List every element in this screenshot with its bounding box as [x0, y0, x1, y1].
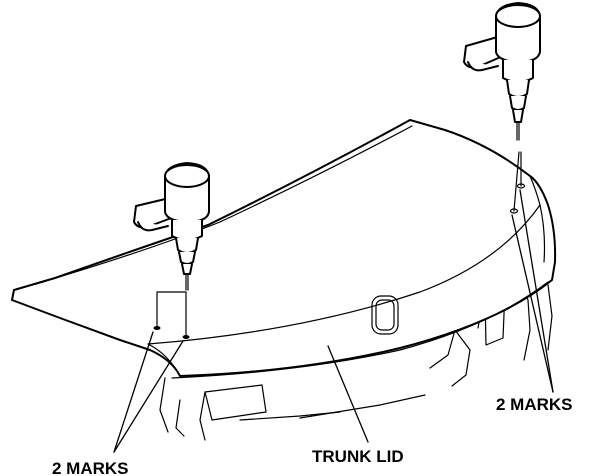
left-mark-points [153, 291, 190, 339]
right-mark-points [509, 151, 526, 214]
trunk-lid-label: TRUNK LID [312, 447, 404, 466]
drill-icon [463, 2, 541, 141]
trunk-lid [11, 119, 557, 379]
drill-icon [133, 162, 210, 291]
leader-lines [113, 189, 554, 453]
left-marks-label: 2 MARKS [52, 459, 129, 476]
right-marks-label: 2 MARKS [496, 395, 573, 414]
emblem [371, 295, 399, 335]
